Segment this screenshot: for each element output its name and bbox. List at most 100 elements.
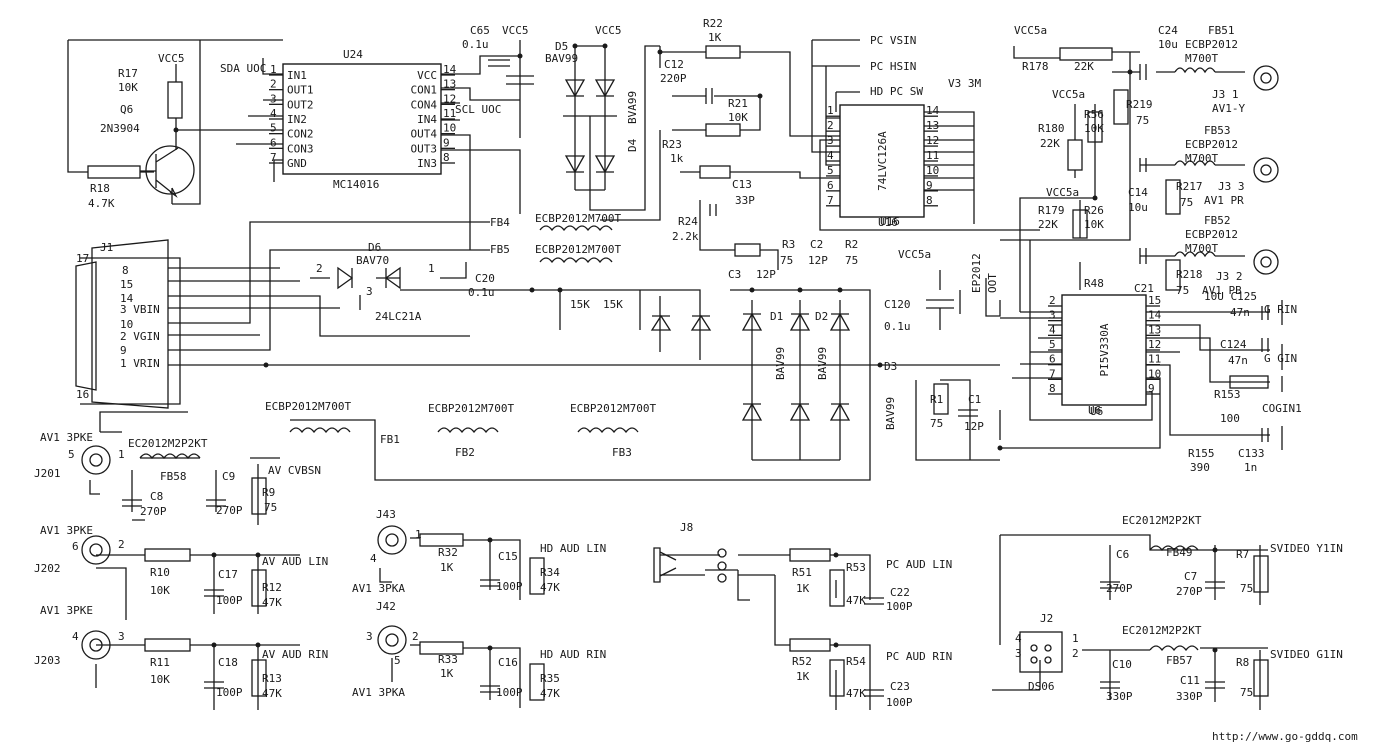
component-label: D2	[815, 310, 828, 323]
component-label: R219	[1126, 98, 1153, 111]
component-label: 1K	[796, 582, 810, 595]
component-label: 1n	[1244, 461, 1257, 474]
component-label: FB1	[380, 433, 400, 446]
component-label: FB52	[1204, 214, 1231, 227]
component-label: 1K	[440, 561, 454, 574]
component-label: J43	[376, 508, 396, 521]
component-label: U16	[878, 216, 898, 229]
component-label: 2	[316, 262, 323, 275]
pin-number: 9	[443, 136, 450, 149]
component-label: R53	[846, 561, 866, 574]
component-label: AV AUD RIN	[262, 648, 328, 661]
component-label: 15K	[570, 298, 590, 311]
component-label: R56	[1084, 108, 1104, 121]
component-label: FB2	[455, 446, 475, 459]
pin-number: 14	[443, 63, 457, 76]
component-label: R24	[678, 215, 698, 228]
pin-number: 14	[926, 104, 940, 117]
component-label: 2.2k	[672, 230, 699, 243]
component-label: 75	[264, 501, 277, 514]
component-label: 12P	[808, 254, 828, 267]
component-label: AV1 3PKE	[40, 524, 93, 537]
component-label: C6	[1116, 548, 1129, 561]
component-label: C14	[1128, 186, 1148, 199]
watermark-url: http://www.go-gddq.com	[1212, 730, 1358, 743]
component-label: 10K	[728, 111, 748, 124]
component-label: 14	[120, 292, 134, 305]
component-label: 330P	[1176, 690, 1203, 703]
component-label: VCC5a	[1052, 88, 1085, 101]
wiring	[67, 39, 1283, 710]
ic-part: 74LVC126A	[876, 131, 889, 191]
component-label: R10	[150, 566, 170, 579]
pin-number: 10	[926, 164, 939, 177]
component-label: 10U C125	[1204, 290, 1257, 303]
component-label: J3 3	[1218, 180, 1245, 193]
component-label: 4	[72, 630, 79, 643]
pin-signal: CON2	[287, 128, 314, 141]
component-label: AV1 3PKE	[40, 604, 93, 617]
component-label: EC2012M2P2KT	[1122, 624, 1202, 637]
component-label: 12P	[756, 268, 776, 281]
component-label: M700T	[1185, 242, 1218, 255]
component-label: C24	[1158, 24, 1178, 37]
component-label: 4	[370, 552, 377, 565]
pin-number: 12	[443, 92, 456, 105]
component-label: C1	[968, 393, 981, 406]
component-label: R17	[118, 67, 138, 80]
component-label: 17	[76, 252, 89, 265]
component-label: 220P	[660, 72, 687, 85]
component-label: C23	[890, 680, 910, 693]
component-label: SVIDEO Y1IN	[1270, 542, 1343, 555]
pin-number: 14	[1148, 309, 1162, 322]
pin-signal: IN3	[417, 157, 437, 170]
component-label: 9	[120, 344, 127, 357]
component-label: R11	[150, 656, 170, 669]
component-label: FB4	[490, 216, 510, 229]
component-label: 22K	[1038, 218, 1058, 231]
component-label: 100	[1220, 412, 1240, 425]
pin-number: 3	[1049, 309, 1056, 322]
component-label: J201	[34, 467, 61, 480]
component-label: 10K	[118, 81, 138, 94]
component-label: J8	[680, 521, 693, 534]
component-label: C9	[222, 470, 235, 483]
component-label: C8	[150, 490, 163, 503]
pin-number: 5	[1049, 338, 1056, 351]
component-label: HD PC SW	[870, 85, 923, 98]
pin-number: 15	[1148, 294, 1161, 307]
component-label: 1K	[440, 667, 454, 680]
component-label: COGIN1	[1262, 402, 1302, 415]
component-label: R218	[1176, 268, 1203, 281]
component-label: 10u	[1128, 201, 1148, 214]
pin-number: 9	[1148, 382, 1155, 395]
component-label: 10u	[1158, 38, 1178, 51]
component-label: FB5	[490, 243, 510, 256]
pin-number: 10	[1148, 367, 1161, 380]
component-label: PC HSIN	[870, 60, 916, 73]
component-label: G GIN	[1264, 352, 1297, 365]
component-label: 1K	[708, 31, 722, 44]
component-label: AV1 3PKA	[352, 582, 405, 595]
ic-ref: U24	[343, 48, 363, 61]
component-label: 330P	[1106, 690, 1133, 703]
component-label: C124	[1220, 338, 1247, 351]
pin-number: 3	[827, 134, 834, 147]
pin-number: 5	[270, 122, 277, 135]
component-label: 3	[118, 630, 125, 643]
component-label: R178	[1022, 60, 1049, 73]
component-label: ECBP2012M700T	[428, 402, 514, 415]
component-label: R52	[792, 655, 812, 668]
component-label: 390	[1190, 461, 1210, 474]
pin-signal: GND	[287, 157, 307, 170]
component-label: J3 2	[1216, 270, 1243, 283]
component-label: AV1 PR	[1204, 194, 1244, 207]
component-label: BVA99	[626, 91, 639, 124]
component-label: OOT	[986, 273, 999, 293]
pin-number: 13	[926, 119, 939, 132]
component-label: C17	[218, 568, 238, 581]
component-label: 5	[394, 654, 401, 667]
component-label: VCC5	[502, 24, 529, 37]
component-label: G RIN	[1264, 303, 1297, 316]
component-label: C10	[1112, 658, 1132, 671]
